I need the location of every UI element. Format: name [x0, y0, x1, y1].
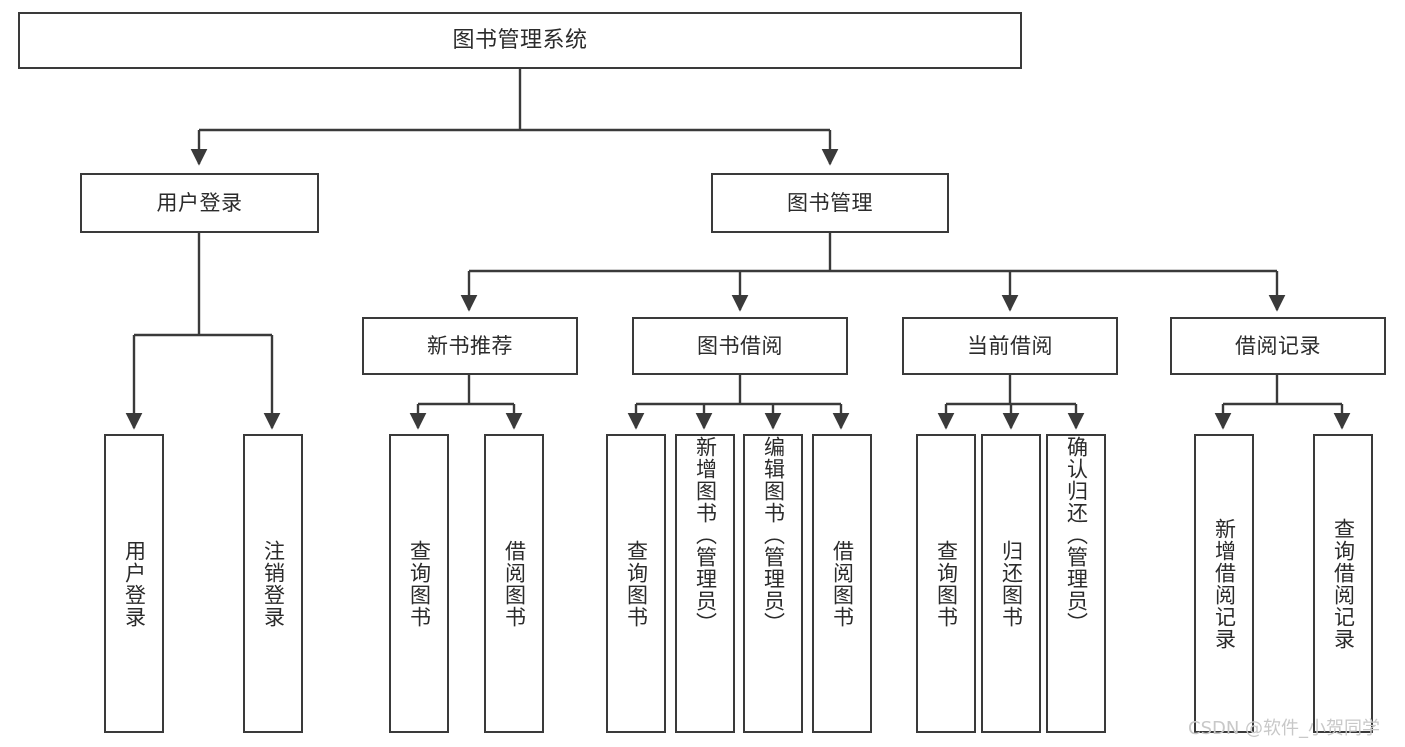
leaf-current-borrow-query[interactable]: 查询图书 — [916, 434, 976, 733]
node-book-manage[interactable]: 图书管理 — [711, 173, 949, 233]
leaf-book-borrow-borrow[interactable]: 借阅图书 — [812, 434, 872, 733]
node-borrow-record-label: 借阅记录 — [1235, 333, 1321, 358]
leaf-book-borrow-borrow-label: 借阅图书 — [830, 539, 855, 628]
leaf-new-book-query[interactable]: 查询图书 — [389, 434, 449, 733]
node-borrow-record[interactable]: 借阅记录 — [1170, 317, 1386, 375]
leaf-user-login-logout-label: 注销登录 — [261, 539, 286, 628]
node-book-borrow-label: 图书借阅 — [697, 333, 783, 358]
leaf-borrow-record-add-label: 新增借阅记录 — [1212, 517, 1237, 650]
leaf-book-borrow-edit-label: 编辑图书（管理员） — [761, 436, 786, 634]
csdn-watermark: CSDN @软件_小贺同学 — [1188, 718, 1381, 739]
node-user-login[interactable]: 用户登录 — [80, 173, 319, 233]
leaf-current-borrow-confirm-return[interactable]: 确认归还（管理员） — [1046, 434, 1106, 733]
leaf-new-book-borrow-label: 借阅图书 — [502, 539, 527, 628]
leaf-borrow-record-add[interactable]: 新增借阅记录 — [1194, 434, 1254, 733]
node-user-login-label: 用户登录 — [156, 190, 243, 215]
leaf-new-book-borrow[interactable]: 借阅图书 — [484, 434, 544, 733]
leaf-borrow-record-query[interactable]: 查询借阅记录 — [1313, 434, 1373, 733]
leaf-book-borrow-query[interactable]: 查询图书 — [606, 434, 666, 733]
node-new-book-recommend[interactable]: 新书推荐 — [362, 317, 578, 375]
node-root-system[interactable]: 图书管理系统 — [18, 12, 1022, 69]
leaf-book-borrow-edit[interactable]: 编辑图书（管理员） — [743, 434, 803, 733]
leaf-book-borrow-add[interactable]: 新增图书（管理员） — [675, 434, 735, 733]
node-book-manage-label: 图书管理 — [787, 190, 873, 215]
node-book-borrow[interactable]: 图书借阅 — [632, 317, 848, 375]
leaf-current-borrow-confirm-return-label: 确认归还（管理员） — [1064, 436, 1089, 634]
leaf-current-borrow-return[interactable]: 归还图书 — [981, 434, 1041, 733]
node-root-system-label: 图书管理系统 — [452, 27, 588, 53]
leaf-book-borrow-add-label: 新增图书（管理员） — [693, 436, 718, 634]
leaf-borrow-record-query-label: 查询借阅记录 — [1331, 517, 1356, 650]
leaf-book-borrow-query-label: 查询图书 — [624, 539, 649, 628]
leaf-current-borrow-return-label: 归还图书 — [999, 539, 1024, 628]
node-new-book-recommend-label: 新书推荐 — [427, 333, 513, 358]
leaf-user-login-login-label: 用户登录 — [122, 539, 147, 628]
leaf-user-login-logout[interactable]: 注销登录 — [243, 434, 303, 733]
leaf-user-login-login[interactable]: 用户登录 — [104, 434, 164, 733]
leaf-current-borrow-query-label: 查询图书 — [934, 539, 959, 628]
leaf-new-book-query-label: 查询图书 — [407, 539, 432, 628]
node-current-borrow[interactable]: 当前借阅 — [902, 317, 1118, 375]
node-current-borrow-label: 当前借阅 — [967, 333, 1053, 358]
